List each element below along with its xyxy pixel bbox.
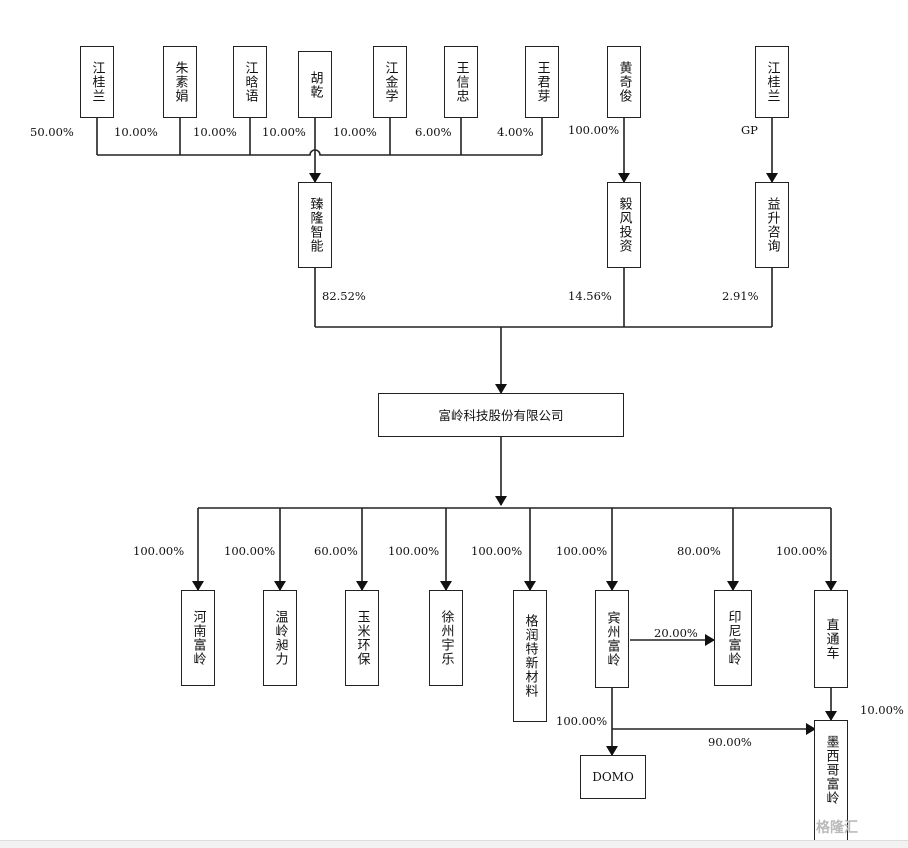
pct-binzhou: 100.00% — [556, 544, 608, 558]
subsidiary-name: 河南富岭 — [190, 610, 206, 666]
subsidiary-box-wenling: 温岭昶力 — [263, 590, 297, 686]
subsidiary-name: 格润特新材料 — [522, 614, 538, 698]
pct-zhenlong: 82.52% — [322, 289, 366, 303]
pct-jiang-guilan: 50.00% — [30, 125, 74, 139]
pct-jiang-xiaoyu: 10.00% — [193, 125, 237, 139]
shareholder-name: 江金学 — [382, 61, 398, 103]
pct-binzhou-to-yinni: 20.00% — [654, 626, 698, 640]
shareholder-name: 黄奇俊 — [616, 61, 632, 103]
pct-yumi: 60.00% — [314, 544, 358, 558]
shareholder-name: 朱素娟 — [172, 61, 188, 103]
holding-name: 毅风投资 — [616, 197, 632, 253]
subsidiary-box-zhitongche: 直通车 — [814, 590, 848, 688]
subsidiary-name: 印尼富岭 — [725, 610, 741, 666]
holding-name: 益升咨询 — [764, 197, 780, 253]
pct-yisheng: 2.91% — [722, 289, 759, 303]
subsidiary-box-gerunte: 格润特新材料 — [513, 590, 547, 722]
pct-yifeng: 14.56% — [568, 289, 612, 303]
watermark-logo: 格隆汇 — [816, 820, 858, 836]
pct-wang-junfen: 4.00% — [497, 125, 534, 139]
shareholder-box-jiang-guilan: 江桂兰 — [80, 46, 114, 118]
subsidiary-box-mexico: 墨西哥富岭 — [814, 720, 848, 848]
shareholder-box-huang-qijun: 黄奇俊 — [607, 46, 641, 118]
bottom-bar — [0, 840, 908, 848]
subsidiary-name: 墨西哥富岭 — [823, 735, 839, 805]
pct-mexico-from-binzhou: 90.00% — [708, 735, 752, 749]
shareholder-box-zhu-sujuan: 朱素娟 — [163, 46, 197, 118]
shareholder-name: 王信忠 — [453, 61, 469, 103]
pct-hu-qian: 10.00% — [262, 125, 306, 139]
shareholder-box-jiang-jinxue: 江金学 — [373, 46, 407, 118]
holding-box-zhenlong: 臻隆智能 — [298, 182, 332, 268]
pct-jiang-guilan-gp: GP — [741, 123, 758, 137]
subsidiary-box-yinni: 印尼富岭 — [714, 590, 752, 686]
subsidiary-box-yumi: 玉米环保 — [345, 590, 379, 686]
holding-box-yifeng: 毅风投资 — [607, 182, 641, 268]
company-name: 富岭科技股份有限公司 — [438, 407, 564, 423]
subsidiary-name: 温岭昶力 — [272, 610, 288, 666]
shareholder-name: 江桂兰 — [89, 61, 105, 103]
pct-henan: 100.00% — [133, 544, 185, 558]
pct-zhu-sujuan: 10.00% — [114, 125, 158, 139]
shareholder-name: 江桂兰 — [764, 61, 780, 103]
pct-xuzhou: 100.00% — [388, 544, 440, 558]
shareholder-box-jiang-xiaoyu: 江晗语 — [233, 46, 267, 118]
shareholder-name: 江晗语 — [242, 61, 258, 103]
shareholder-box-jiang-guilan-gp: 江桂兰 — [755, 46, 789, 118]
subsidiary-box-domo: DOMO — [580, 755, 646, 799]
pct-wang-xinzhong: 6.00% — [415, 125, 452, 139]
shareholder-box-hu-qian: 胡乾 — [298, 51, 332, 118]
shareholder-box-wang-junfen: 王君芽 — [525, 46, 559, 118]
pct-gerunte: 100.00% — [471, 544, 523, 558]
pct-wenling: 100.00% — [224, 544, 276, 558]
subsidiary-name: 徐州宇乐 — [438, 610, 454, 666]
shareholder-box-wang-xinzhong: 王信忠 — [444, 46, 478, 118]
subsidiary-box-binzhou: 宾州富岭 — [595, 590, 629, 688]
pct-zhitongche: 100.00% — [776, 544, 828, 558]
subsidiary-name: 直通车 — [823, 618, 839, 660]
pct-jiang-jinxue: 10.00% — [333, 125, 377, 139]
subsidiary-name: DOMO — [592, 769, 634, 784]
pct-mexico-from-zhitongche: 10.00% — [860, 703, 904, 717]
subsidiary-box-xuzhou: 徐州宇乐 — [429, 590, 463, 686]
holding-box-yisheng: 益升咨询 — [755, 182, 789, 268]
pct-domo: 100.00% — [556, 714, 608, 728]
holding-name: 臻隆智能 — [307, 197, 323, 253]
subsidiary-name: 玉米环保 — [354, 610, 370, 666]
company-box: 富岭科技股份有限公司 — [378, 393, 624, 437]
shareholder-name: 王君芽 — [534, 61, 550, 103]
pct-yinni: 80.00% — [677, 544, 721, 558]
shareholder-name: 胡乾 — [307, 70, 323, 99]
subsidiary-name: 宾州富岭 — [604, 611, 620, 667]
subsidiary-box-henan: 河南富岭 — [181, 590, 215, 686]
pct-huang-qijun: 100.00% — [568, 123, 620, 137]
